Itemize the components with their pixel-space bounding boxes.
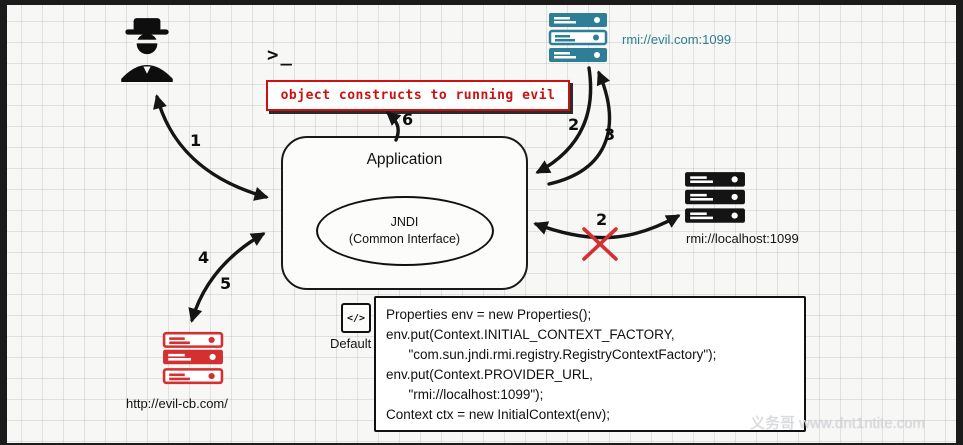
evil-cb-server-label: http://evil-cb.com/ xyxy=(126,396,228,411)
evil-rmi-server-label: rmi://evil.com:1099 xyxy=(622,32,732,47)
code-file-icon: </> xyxy=(341,303,371,333)
code-line: "com.sun.jndi.rmi.registry.RegistryConte… xyxy=(386,347,717,362)
evil-cb-server-icon xyxy=(162,330,224,391)
code-line: "rmi://localhost:1099"); xyxy=(386,387,544,402)
step-label-2-mid: 2 xyxy=(596,210,608,229)
server-icon xyxy=(685,172,745,223)
spy-icon-graphic xyxy=(121,18,173,82)
arrow-step1 xyxy=(153,94,269,201)
evil-rmi-server-icon xyxy=(547,12,609,69)
code-line: Context ctx = new InitialContext(env); xyxy=(386,407,610,422)
step-label-2-top: 2 xyxy=(568,115,580,134)
localhost-rmi-server-label: rmi://localhost:1099 xyxy=(686,231,799,246)
step-label-1: 1 xyxy=(190,131,202,150)
jndi-title: JNDI xyxy=(390,215,419,229)
step-label-6: 6 xyxy=(402,110,414,129)
step-label-4: 4 xyxy=(198,248,210,267)
frame-edge-left xyxy=(0,0,7,445)
evil-banner: object constructs to running evil xyxy=(266,80,570,111)
localhost-rmi-server-icon xyxy=(684,170,746,231)
red-cross-icon xyxy=(582,227,618,261)
application-box: Application JNDI (Common Interface) xyxy=(281,136,528,290)
default-caption: Default xyxy=(330,336,372,351)
terminal-prompt-icon: >_ xyxy=(267,44,294,66)
attacker-spy-icon xyxy=(118,16,176,87)
frame-edge-right xyxy=(956,0,963,445)
evil-banner-text: object constructs to running evil xyxy=(280,88,556,103)
jndi-subtitle: (Common Interface) xyxy=(348,232,461,246)
jndi-common-interface: JNDI (Common Interface) xyxy=(315,196,494,266)
step-label-5: 5 xyxy=(220,274,232,293)
jndi-code-snippet: Properties env = new Properties(); env.p… xyxy=(374,296,806,432)
server-icon xyxy=(162,331,224,385)
watermark: 义务哥 www.dnt1ntite.com xyxy=(750,415,926,432)
step-label-3: 3 xyxy=(604,125,616,144)
server-icon xyxy=(548,13,608,62)
frame-edge-top xyxy=(0,0,963,5)
application-title: Application xyxy=(366,151,443,168)
code-line: env.put(Context.INITIAL_CONTEXT_FACTORY, xyxy=(386,327,675,342)
code-line: Properties env = new Properties(); xyxy=(386,307,592,322)
frame-edge-bottom xyxy=(0,443,963,445)
code-line: env.put(Context.PROVIDER_URL, xyxy=(386,367,593,382)
code-icon-glyph: </> xyxy=(346,312,366,324)
